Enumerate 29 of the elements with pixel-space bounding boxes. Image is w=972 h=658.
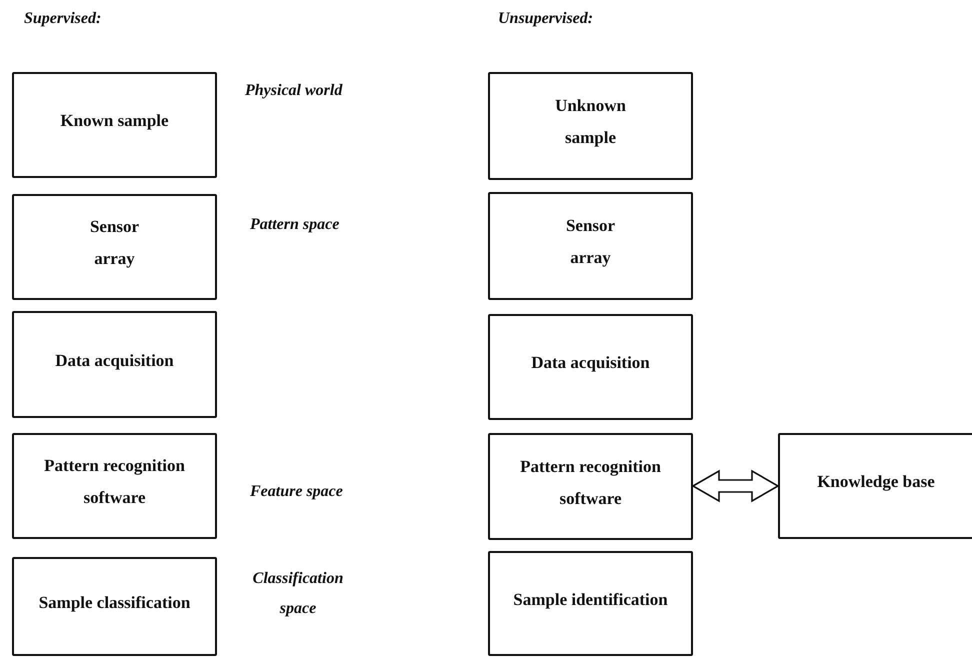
box-label: Pattern recognition software	[43, 455, 186, 509]
column-heading: Supervised:	[24, 10, 102, 28]
layer-label: Physical world	[245, 82, 342, 100]
box-label: Knowledge base	[816, 471, 936, 493]
process-box	[488, 72, 693, 180]
box-label: Sample identification	[512, 588, 669, 611]
box-label: Sensor array	[564, 215, 616, 269]
column-heading: Unsupervised:	[498, 10, 594, 28]
box-label: Data acquisition	[54, 350, 175, 372]
box-label: Unknown sample	[554, 95, 627, 149]
box-label: Pattern recognition software	[519, 456, 662, 510]
layer-label: Pattern space	[250, 216, 340, 234]
box-label: Known sample	[60, 110, 170, 132]
process-box	[488, 192, 693, 300]
process-box	[488, 551, 693, 656]
process-box	[12, 311, 217, 418]
process-box	[12, 557, 217, 656]
process-box	[488, 314, 693, 420]
box-label: Sample classification	[38, 592, 192, 614]
process-box	[12, 72, 217, 178]
process-box	[488, 433, 693, 540]
layer-label: Classification space	[252, 569, 344, 619]
double-arrow	[691, 470, 780, 502]
layer-label: Feature space	[250, 483, 343, 501]
box-label: Sensor array	[88, 216, 140, 270]
process-box	[12, 433, 217, 539]
box-label: Data acquisition	[530, 352, 651, 374]
process-box	[778, 433, 972, 539]
process-box	[12, 194, 217, 300]
